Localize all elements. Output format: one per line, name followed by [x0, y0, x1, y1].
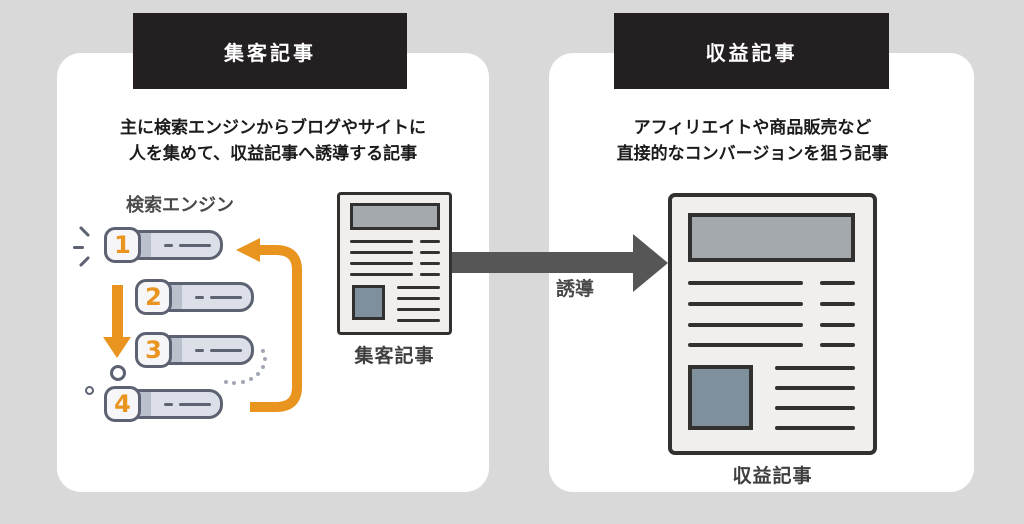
doc-text-line	[775, 406, 855, 410]
doc-text-line	[397, 286, 440, 289]
rank-1-badge: 1	[104, 227, 141, 263]
doc-text-line	[397, 319, 440, 322]
doc-text-line	[420, 251, 440, 254]
down-arrow-icon	[112, 285, 123, 337]
bar-shadow	[138, 392, 151, 416]
doc-text-line	[820, 323, 855, 327]
flow-arrow-label: 誘導	[555, 279, 594, 300]
dot-icon	[224, 380, 228, 384]
text-dash-icon	[164, 403, 173, 406]
doc-text-line	[397, 297, 440, 300]
flow-arrow-icon	[452, 252, 634, 273]
doc-text-line	[820, 343, 855, 347]
bar-shadow	[169, 338, 182, 362]
bar-shadow	[169, 285, 182, 309]
sparkle-icon	[73, 246, 84, 249]
doc-text-line	[775, 426, 855, 430]
revenue-doc-caption: 収益記事	[732, 466, 813, 487]
doc-text-line	[350, 273, 413, 276]
search-engine-label: 検索エンジン	[126, 195, 234, 215]
revenue-description-line1: アフィリエイトや商品販売など	[633, 118, 872, 137]
text-dash-icon	[210, 296, 242, 299]
revenue-article-doc-icon	[668, 193, 877, 455]
text-dash-icon	[164, 244, 173, 247]
bubble-circle-icon	[85, 386, 94, 395]
doc-text-line	[350, 262, 413, 265]
revenue-header: 収益記事	[614, 13, 889, 89]
doc-text-line	[420, 262, 440, 265]
doc-banner	[350, 203, 440, 230]
doc-text-line	[688, 323, 803, 327]
doc-text-line	[775, 366, 855, 370]
attract-header-label: 集客記事	[224, 42, 316, 65]
dot-icon	[263, 357, 267, 361]
doc-banner	[688, 213, 855, 262]
search-result-item-4: 4	[104, 386, 224, 422]
doc-text-line	[820, 302, 855, 306]
text-dash-icon	[210, 349, 242, 352]
attract-description-line2: 人を集めて、収益記事へ誘導する記事	[128, 144, 418, 163]
rank-4-badge: 4	[104, 386, 141, 422]
search-result-item-2: 2	[135, 279, 255, 315]
doc-text-line	[688, 302, 803, 306]
doc-text-line	[820, 281, 855, 285]
bar-shadow	[138, 233, 151, 257]
revenue-description-line2: 直接的なコンバージョンを狙う記事	[616, 144, 889, 163]
rank-3-badge: 3	[135, 332, 172, 368]
revenue-header-label: 収益記事	[705, 42, 798, 65]
dot-icon	[232, 381, 236, 385]
attract-description-line1: 主に検索エンジンからブログやサイトに	[120, 118, 426, 137]
text-dash-icon	[195, 296, 204, 299]
rank-2-badge: 2	[135, 279, 172, 315]
doc-image-placeholder	[352, 285, 385, 320]
doc-text-line	[420, 240, 440, 243]
doc-text-line	[688, 343, 803, 347]
dot-icon	[249, 377, 253, 381]
attract-doc-caption: 集客記事	[354, 346, 435, 367]
attract-description: 主に検索エンジンからブログやサイトに 人を集めて、収益記事へ誘導する記事	[67, 115, 479, 167]
search-result-item-3: 3	[135, 332, 255, 368]
attract-header: 集客記事	[133, 13, 407, 89]
dot-icon	[261, 365, 265, 369]
text-dash-icon	[195, 349, 204, 352]
flow-arrow-head-icon	[633, 234, 668, 292]
dot-icon	[256, 372, 260, 376]
revenue-description: アフィリエイトや商品販売など 直接的なコンバージョンを狙う記事	[545, 115, 960, 167]
doc-text-line	[397, 308, 440, 311]
doc-text-line	[350, 240, 413, 243]
dot-icon	[261, 349, 265, 353]
search-result-item-1: 1	[104, 227, 224, 263]
down-arrow-head-icon	[103, 337, 131, 358]
attract-article-doc-icon	[337, 192, 452, 335]
doc-text-line	[775, 386, 855, 390]
text-dash-icon	[179, 244, 211, 247]
dot-icon	[241, 380, 245, 384]
doc-text-line	[688, 281, 803, 285]
doc-text-line	[350, 251, 413, 254]
bubble-circle-icon	[110, 365, 126, 381]
text-dash-icon	[179, 403, 211, 406]
doc-text-line	[420, 273, 440, 276]
doc-image-placeholder	[688, 365, 753, 430]
